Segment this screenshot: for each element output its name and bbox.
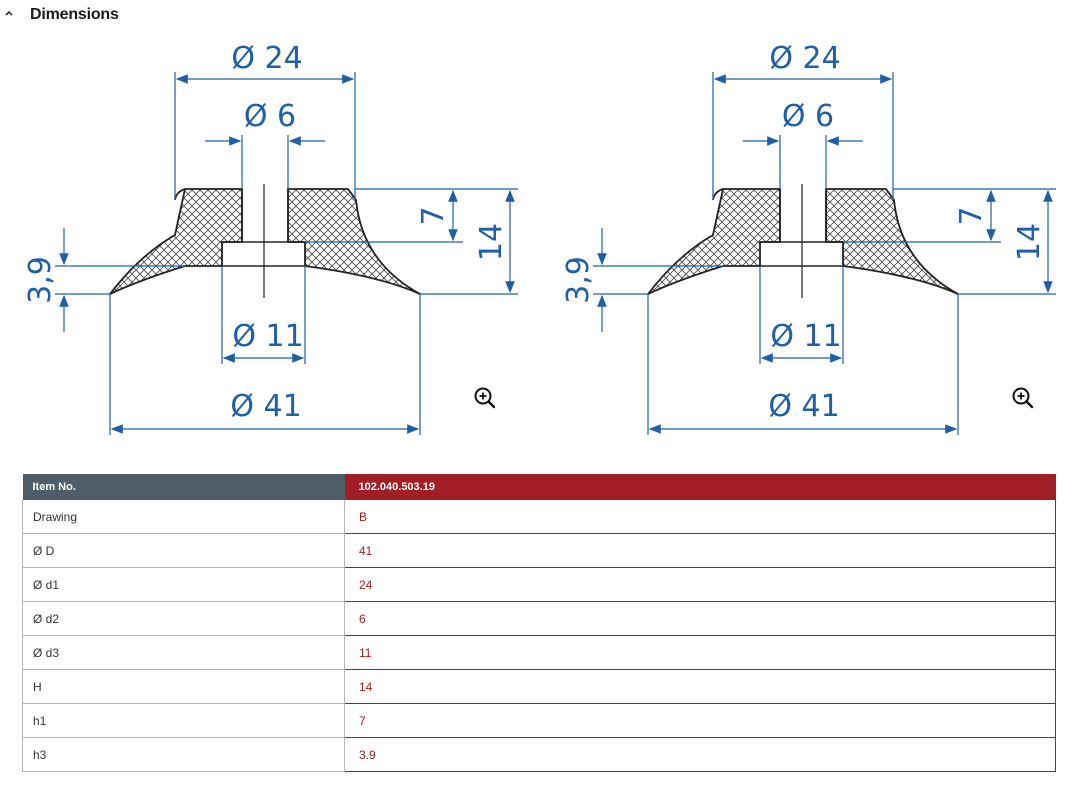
dim-label-D: Ø 41 — [230, 389, 301, 424]
row-value: 14 — [344, 669, 1056, 704]
dim-label-h3: 3,9 — [561, 256, 596, 304]
row-key: h1 — [22, 703, 345, 738]
row-value: 11 — [344, 635, 1056, 670]
dimension-lines — [55, 72, 518, 435]
table-row: Ø D 41 — [22, 533, 1056, 568]
row-key: h3 — [22, 737, 345, 772]
dim-label-d2: Ø 6 — [244, 99, 296, 134]
table-row: Drawing B — [22, 500, 1056, 534]
zoom-in-icon[interactable] — [472, 385, 498, 411]
table-row: Ø d1 24 — [22, 567, 1056, 602]
dim-label-d1: Ø 24 — [769, 41, 840, 76]
table-row: Ø d2 6 — [22, 601, 1056, 636]
dim-label-d3: Ø 11 — [770, 319, 841, 354]
dim-label-h3: 3,9 — [23, 256, 58, 304]
row-key: Ø D — [22, 533, 345, 568]
row-key: Ø d1 — [22, 567, 345, 602]
part-section — [109, 184, 421, 298]
row-value: 7 — [344, 703, 1056, 738]
row-value: 6 — [344, 601, 1056, 636]
dim-label-H: 14 — [1012, 223, 1047, 261]
dim-label-H: 14 — [474, 223, 509, 261]
dim-label-D: Ø 41 — [768, 389, 839, 424]
row-value: 41 — [344, 533, 1056, 568]
dimension-lines — [593, 72, 1056, 435]
table-row: h3 3.9 — [22, 737, 1056, 772]
table-row: h1 7 — [22, 703, 1056, 738]
row-key: Ø d2 — [22, 601, 345, 636]
zoom-in-icon[interactable] — [1010, 385, 1036, 411]
dimensions-section-header[interactable]: Dimensions — [0, 0, 300, 32]
row-key: Drawing — [22, 500, 345, 534]
dim-label-d2: Ø 6 — [782, 99, 834, 134]
row-value: 3.9 — [344, 737, 1056, 772]
table-header-row: Item No. 102.040.503.19 — [22, 474, 1056, 500]
spec-table: Item No. 102.040.503.19 Drawing B Ø D 41… — [22, 474, 1056, 772]
dim-label-d3: Ø 11 — [232, 319, 303, 354]
chevron-up-icon[interactable] — [3, 7, 15, 19]
header-value: 102.040.503.19 — [344, 474, 1056, 500]
dim-label-d1: Ø 24 — [231, 41, 302, 76]
part-section — [647, 184, 959, 298]
row-value: B — [344, 500, 1056, 534]
table-row: Ø d3 11 — [22, 635, 1056, 670]
section-title: Dimensions — [30, 6, 119, 23]
row-value: 24 — [344, 567, 1056, 602]
table-row: H 14 — [22, 669, 1056, 704]
technical-drawing-1: Ø 24 Ø 6 Ø 11 Ø 41 7 14 3,9 — [0, 30, 540, 450]
row-key: Ø d3 — [22, 635, 345, 670]
dim-label-h1: 7 — [954, 206, 989, 225]
technical-drawing-2: Ø 24 Ø 6 Ø 11 Ø 41 7 14 3,9 — [538, 30, 1070, 450]
header-key: Item No. — [22, 474, 345, 500]
dim-label-h1: 7 — [416, 206, 451, 225]
row-key: H — [22, 669, 345, 704]
